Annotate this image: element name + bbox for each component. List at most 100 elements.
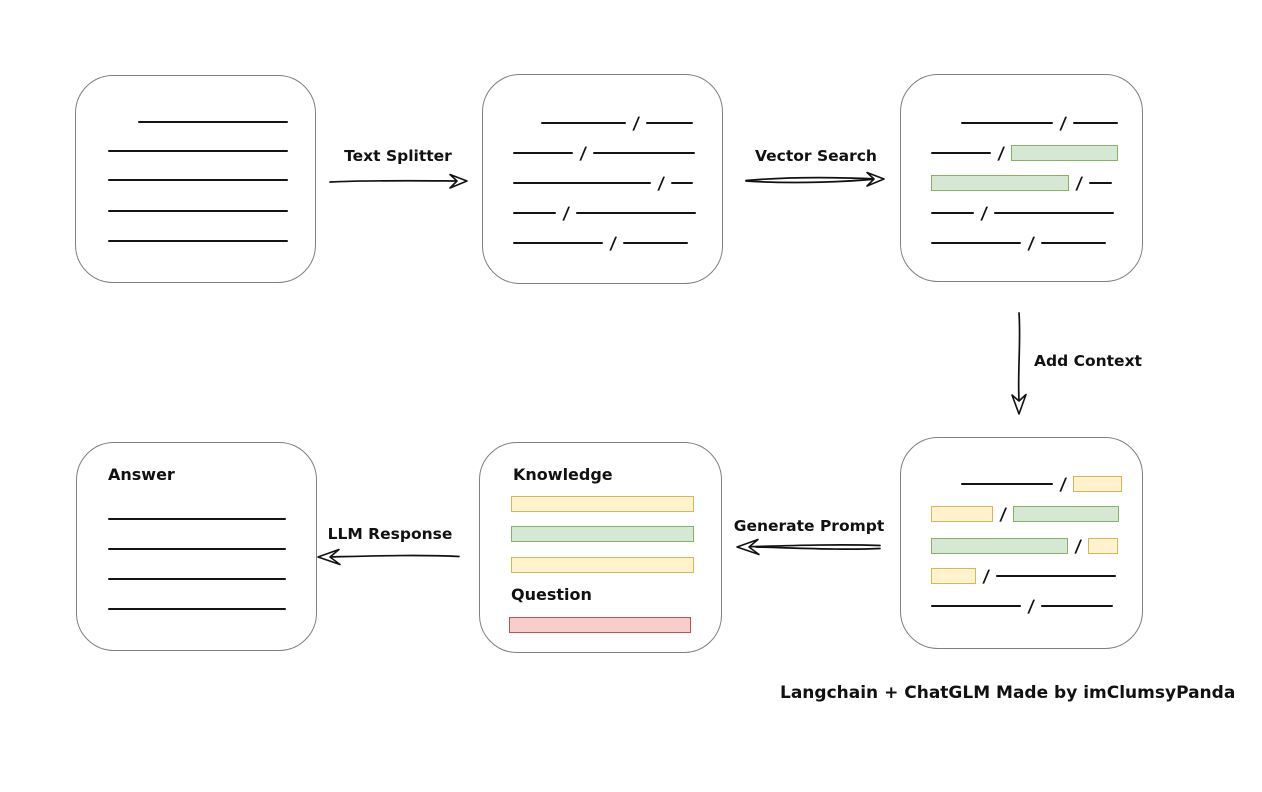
source-document-box — [75, 75, 316, 283]
text-line — [513, 242, 603, 244]
slash-separator: / — [631, 114, 641, 134]
text-line — [108, 179, 288, 181]
text-line — [108, 608, 286, 610]
text-line — [108, 578, 286, 580]
chunk-row: / — [541, 114, 694, 134]
slash-separator: / — [1058, 114, 1068, 134]
chunk-row: / — [513, 234, 689, 254]
chunk-row: / — [931, 597, 1114, 617]
chunk-row — [108, 571, 286, 587]
text-line — [994, 212, 1115, 214]
matched-chunk-bar — [931, 538, 1068, 554]
slash-separator: / — [1026, 234, 1036, 254]
chunk-row: / — [961, 475, 1123, 495]
chunk-row — [108, 203, 288, 219]
chunk-row: / — [931, 204, 1115, 224]
slash-separator: / — [998, 505, 1008, 525]
chunk-row: / — [931, 234, 1107, 254]
text-line — [513, 152, 573, 154]
chunk-row: / — [931, 567, 1117, 587]
text-line — [961, 122, 1053, 124]
answer-box: Answer — [76, 442, 317, 651]
text-line — [108, 548, 286, 550]
matched-chunk-bar — [1013, 506, 1120, 522]
text-line — [996, 575, 1117, 577]
context-chunks-box: / / / / / — [900, 437, 1143, 649]
slash-separator: / — [608, 234, 618, 254]
chunk-row — [108, 601, 286, 617]
text-line — [1073, 122, 1119, 124]
answer-label: Answer — [108, 465, 175, 484]
text-line — [108, 518, 286, 520]
chunk-row — [108, 172, 288, 188]
chunk-row: / — [931, 174, 1113, 194]
llm-response-arrow — [317, 548, 460, 566]
slash-separator: / — [979, 204, 989, 224]
slash-separator: / — [996, 144, 1006, 164]
slash-separator: / — [1073, 537, 1083, 557]
chunk-row: / — [931, 537, 1119, 557]
text-line — [513, 182, 651, 184]
add-context-label: Add Context — [1034, 352, 1142, 370]
text-line — [1089, 182, 1113, 184]
chunk-row — [138, 114, 288, 130]
chunk-row: / — [513, 174, 694, 194]
slash-separator: / — [578, 144, 588, 164]
split-chunks-box: / / / / / — [482, 74, 723, 284]
slash-separator: / — [656, 174, 666, 194]
chunk-row — [511, 526, 694, 542]
text-line — [961, 483, 1053, 485]
text-line — [108, 240, 288, 242]
text-line — [576, 212, 697, 214]
diagram-caption: Langchain + ChatGLM Made by imClumsyPand… — [780, 683, 1236, 703]
slash-separator: / — [1026, 597, 1036, 617]
slash-separator: / — [561, 204, 571, 224]
text-line — [671, 182, 694, 184]
chunk-row: / — [513, 144, 696, 164]
text-line — [108, 150, 288, 152]
matched-chunk-bar — [1011, 145, 1119, 161]
chunk-row: / — [931, 505, 1120, 525]
chunk-row — [108, 233, 288, 249]
llm-response-label: LLM Response — [327, 525, 453, 543]
slash-separator: / — [981, 567, 991, 587]
chunk-row — [108, 143, 288, 159]
chunk-row — [108, 541, 286, 557]
context-chunk-bar — [931, 568, 976, 584]
text-line — [1041, 242, 1107, 244]
vector-search-label: Vector Search — [755, 147, 877, 165]
vector-search-arrow — [745, 171, 885, 187]
text-line — [931, 605, 1021, 607]
text-splitter-arrow — [329, 173, 468, 189]
question-bar — [509, 617, 691, 633]
text-line — [108, 210, 288, 212]
text-splitter-label: Text Splitter — [344, 147, 452, 165]
chunk-row — [108, 511, 286, 527]
chunk-row: / — [961, 114, 1119, 134]
matched-chunk-bar — [511, 526, 694, 542]
knowledge-label: Knowledge — [513, 465, 613, 484]
generate-prompt-arrow — [736, 538, 881, 556]
matched-chunks-box: / / / / / — [900, 74, 1143, 282]
chunk-row — [511, 496, 694, 512]
text-line — [931, 212, 974, 214]
chunk-row: / — [513, 204, 697, 224]
chunk-row: / — [931, 144, 1119, 164]
slash-separator: / — [1058, 475, 1068, 495]
text-line — [931, 242, 1021, 244]
add-context-arrow — [1011, 312, 1027, 415]
text-line — [138, 121, 288, 123]
context-chunk-bar — [1088, 538, 1119, 554]
slash-separator: / — [1074, 174, 1084, 194]
text-line — [541, 122, 626, 124]
text-line — [646, 122, 694, 124]
context-chunk-bar — [1073, 476, 1123, 492]
question-label: Question — [511, 585, 592, 604]
text-line — [623, 242, 689, 244]
text-line — [593, 152, 696, 154]
matched-chunk-bar — [931, 175, 1069, 191]
context-chunk-bar — [511, 496, 694, 512]
text-line — [931, 152, 991, 154]
context-chunk-bar — [931, 506, 993, 522]
